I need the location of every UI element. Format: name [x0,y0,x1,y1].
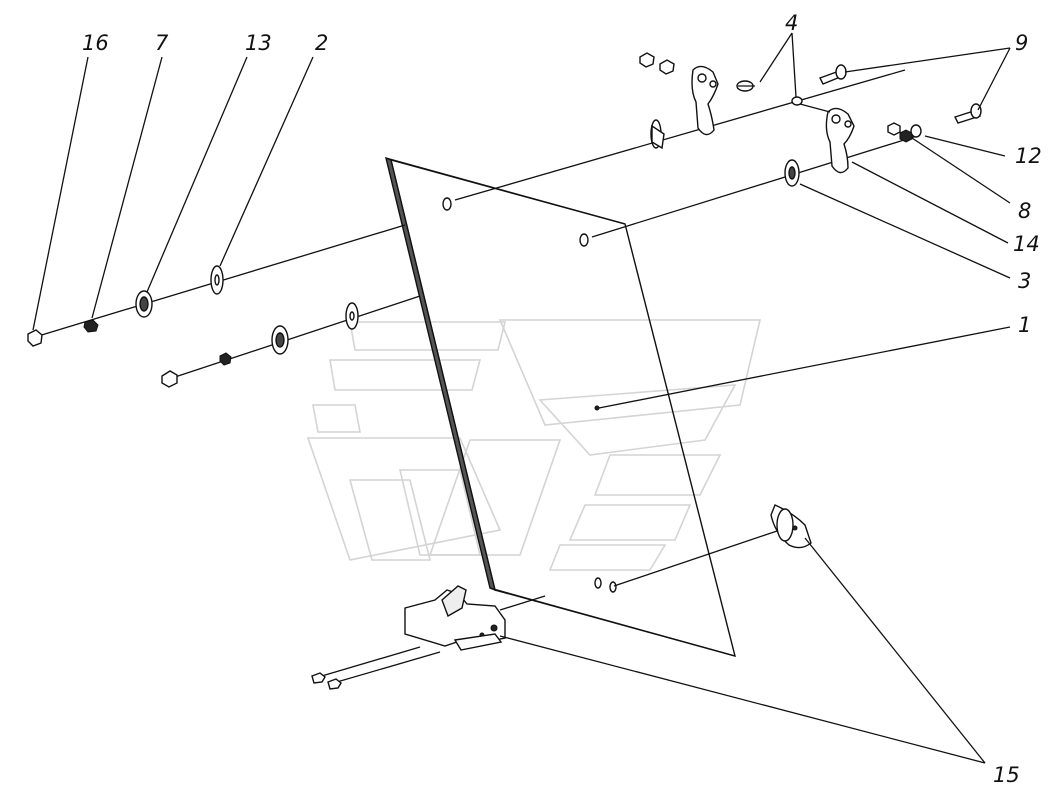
lower-small-nut [219,352,232,366]
spring-washer-13 [135,290,153,318]
small-washer-4 [791,96,803,106]
callout-4: 4 [785,11,798,35]
callout-labels: 16 7 13 2 4 9 12 8 14 3 1 15 [82,11,1042,787]
fastener-nut-16 [27,329,43,347]
callout-15: 15 [993,763,1020,787]
glass-panel [385,156,736,657]
handle-15 [770,504,812,549]
watermark-logo [306,319,762,571]
lower-nut [161,370,178,388]
callout-13: 13 [245,31,272,55]
leader-lines [32,32,1011,764]
washer-2 [210,265,224,295]
lower-washer [345,302,359,330]
top-nuts [639,52,755,92]
spring-washer-3 [784,159,800,187]
hinge-bracket-right [799,103,855,174]
callout-14: 14 [1013,232,1040,256]
fastener-nut-7 [83,319,99,333]
bolt-4-left [819,64,847,85]
callout-7: 7 [155,31,169,55]
latch-assembly-15 [311,585,506,690]
callout-16: 16 [82,31,109,55]
callout-2: 2 [315,31,328,55]
bolt-9 [954,103,982,124]
lower-spring-washer [271,325,289,355]
hinge-bracket-left [650,65,719,150]
callout-3: 3 [1018,269,1031,293]
nut-8-washer-12 [887,122,922,143]
callout-9: 9 [1015,31,1028,55]
callout-8: 8 [1018,199,1031,223]
callout-12: 12 [1015,144,1042,168]
assembly-axis-lines [34,69,921,685]
callout-1: 1 [1018,313,1031,337]
